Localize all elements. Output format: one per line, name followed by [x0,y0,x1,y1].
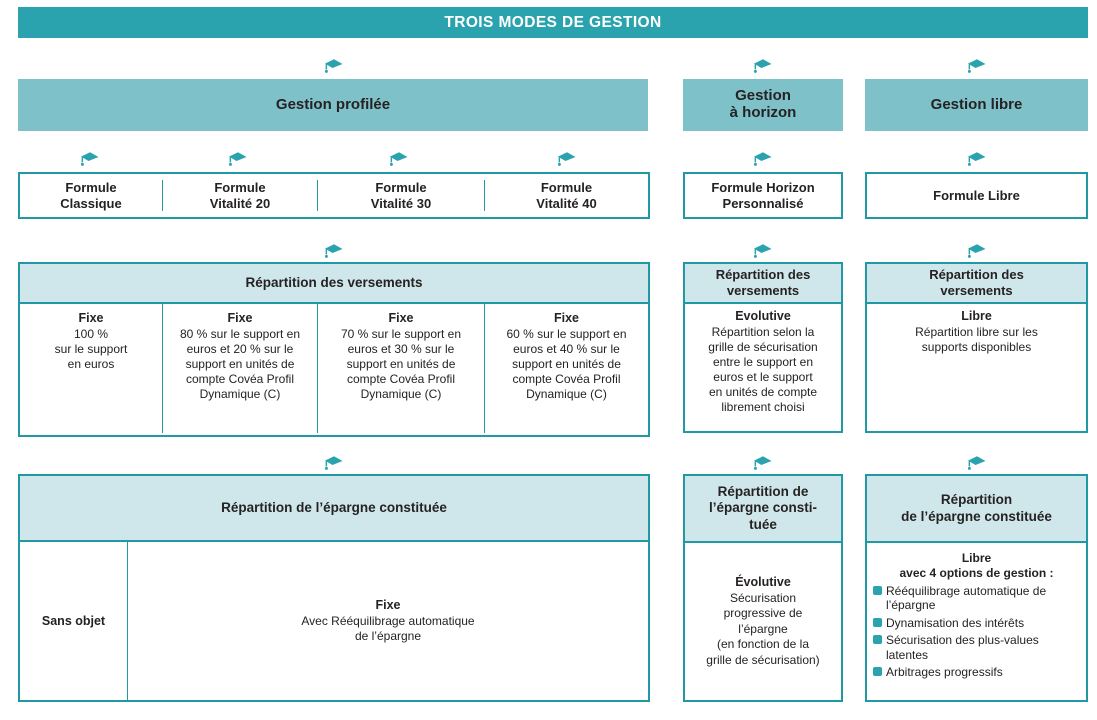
graduation-cap-icon [965,58,987,74]
mode-header-gestion-libre: Gestion libre [865,79,1088,131]
epargne-header: Répartition de l’épargne consti- tuée [685,476,841,543]
formule-vitalite-30-box: Formule Vitalité 30 [317,179,484,212]
epargne-cell-fixe: Fixe Avec Rééquilibrage automatique de l… [127,542,648,700]
formule-label: Formule Vitalité 20 [209,179,271,211]
versements-cell-classique: Fixe 100 % sur le support en euros [54,311,128,371]
epargne-header: Répartition de l’épargne constituée [867,476,1086,543]
options-subtitle: avec 4 options de gestion : [899,566,1054,580]
formule-vitalite-40-box: Formule Vitalité 40 [484,179,648,212]
graduation-cap-icon [322,243,344,259]
graduation-cap-icon [322,455,344,471]
graduation-cap-icon [226,151,248,167]
formule-libre-box: Formule Libre [865,172,1088,219]
epargne-header: Répartition de l’épargne constituée [20,476,648,542]
formule-label: Formule Libre [933,187,1020,203]
formule-label: Formule Vitalité 30 [370,179,432,211]
epargne-table-libre: Répartition de l’épargne constituée Libr… [865,474,1088,702]
option-item: Rééquilibrage automatique de l’épargne [873,584,1080,613]
graduation-cap-icon [751,243,773,259]
square-bullet-icon [873,617,882,627]
versements-cell-vitalite-30: Fixe 70 % sur le support en euros et 30 … [317,304,484,433]
versements-body: Fixe 100 % sur le support en euros Fixe … [20,304,648,433]
mode-header-gestion-profilee: Gestion profilée [18,79,648,131]
option-item: Sécurisation des plus-values latentes [873,633,1080,662]
epargne-cell-sans-objet: Sans objet [41,613,106,628]
gestion-options-list: Rééquilibrage automatique de l’épargne D… [873,584,1080,679]
formule-label: Formule Horizon Personnalisé [711,179,815,211]
square-bullet-icon [873,666,882,676]
versements-header: Répartition des versements [685,264,841,304]
square-bullet-icon [873,635,882,645]
graduation-cap-icon [387,151,409,167]
graduation-cap-icon [751,455,773,471]
epargne-body: Sans objet Fixe Avec Rééquilibrage autom… [20,542,648,700]
mode-label: Gestion à horizon [729,87,797,121]
epargne-body: Libre avec 4 options de gestion : Rééqui… [867,543,1086,679]
formule-label: Formule Classique [60,179,122,211]
versements-cell-vitalite-20: Fixe 80 % sur le support en euros et 20 … [162,304,317,433]
versements-header: Répartition des versements [867,264,1086,304]
option-item: Dynamisation des intérêts [873,616,1080,630]
formule-vitalite-20-box: Formule Vitalité 20 [162,179,317,212]
epargne-table-profilee: Répartition de l’épargne constituée Sans… [18,474,650,702]
mode-label: Gestion libre [930,95,1023,113]
graduation-cap-icon [555,151,577,167]
graduation-cap-icon [965,243,987,259]
options-title: Libre [961,551,992,565]
epargne-table-horizon: Répartition de l’épargne consti- tuée Év… [683,474,843,702]
graduation-cap-icon [322,58,344,74]
versements-table-libre: Répartition des versements Libre Réparti… [865,262,1088,433]
formule-row-gestion-profilee: Formule Classique Formule Vitalité 20 Fo… [18,172,650,219]
versements-header: Répartition des versements [20,264,648,304]
versements-table-horizon: Répartition des versements Evolutive Rép… [683,262,843,433]
graduation-cap-icon [751,58,773,74]
page-title: TROIS MODES DE GESTION [18,7,1088,38]
epargne-body: Évolutive Sécurisation progressive de l’… [706,575,820,668]
option-item: Arbitrages progressifs [873,665,1080,679]
graduation-cap-icon [78,151,100,167]
graduation-cap-icon [751,151,773,167]
formule-classique-box: Formule Classique [20,180,162,212]
square-bullet-icon [873,586,882,595]
graduation-cap-icon [965,455,987,471]
versements-table-profilee: Répartition des versements Fixe 100 % su… [18,262,650,437]
formule-horizon-personnalise-box: Formule Horizon Personnalisé [683,172,843,219]
mode-header-gestion-a-horizon: Gestion à horizon [683,79,843,131]
versements-body: Libre Répartition libre sur les supports… [915,309,1038,354]
versements-body: Evolutive Répartition selon la grille de… [708,309,818,415]
mode-label: Gestion profilée [275,95,391,113]
versements-cell-vitalite-40: Fixe 60 % sur le support en euros et 40 … [484,304,648,433]
formule-label: Formule Vitalité 40 [536,179,597,211]
graduation-cap-icon [965,151,987,167]
